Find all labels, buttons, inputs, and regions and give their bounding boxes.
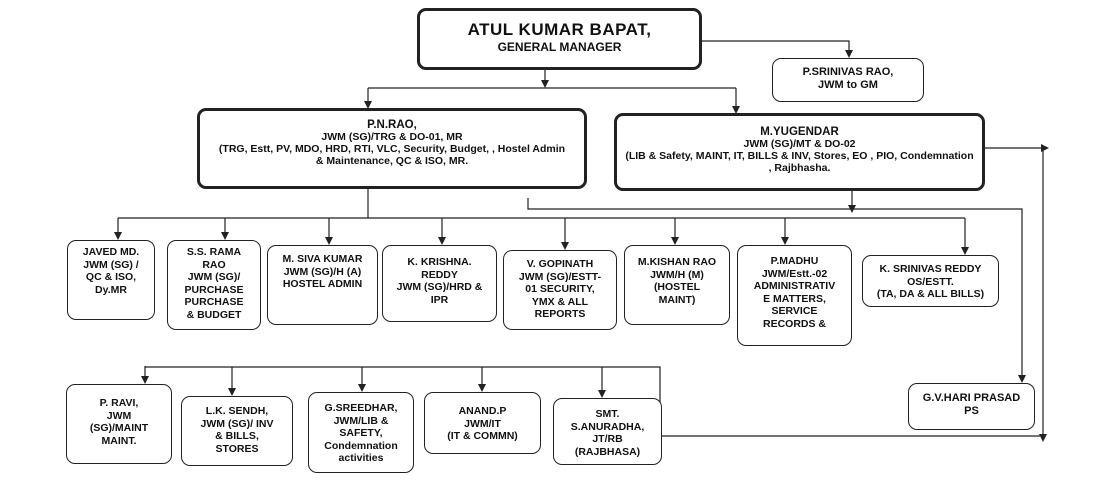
pnrao-name: P.N.RAO, — [367, 119, 417, 131]
jwm-to-gm-box: P.SRINIVAS RAO, JWM to GM — [772, 58, 924, 102]
hari-prasad-box: G.V.HARI PRASAD PS — [908, 383, 1035, 430]
row2-text: ANAND.P JWM/IT (IT & COMMN) — [447, 405, 518, 442]
row1-box-madhu: P.MADHU JWM/Estt.-02 ADMINISTRATIV E MAT… — [737, 245, 852, 346]
yugendar-name: M.YUGENDAR — [760, 126, 839, 138]
row2-text: P. RAVI, JWM (SG)/MAINT MAINT. — [89, 397, 149, 447]
row1-box-krishna-reddy: K. KRISHNA. REDDY JWM (SG)/HRD & IPR — [382, 245, 497, 322]
row2-box-anuradha: SMT. S.ANURADHA, JT/RB (RAJBHASA) — [553, 398, 662, 465]
row2-box-anand: ANAND.P JWM/IT (IT & COMMN) — [424, 392, 541, 454]
row1-text: K. KRISHNA. REDDY JWM (SG)/HRD & IPR — [396, 256, 483, 306]
row1-text: P.MADHU JWM/Estt.-02 ADMINISTRATIV E MAT… — [753, 255, 836, 330]
row1-box-rama-rao: S.S. RAMA RAO JWM (SG)/ PURCHASE PURCHAS… — [167, 240, 261, 330]
row2-text: SMT. S.ANURADHA, JT/RB (RAJBHASA) — [570, 408, 645, 458]
hari-prasad-text: G.V.HARI PRASAD PS — [922, 392, 1021, 417]
general-manager-box: ATUL KUMAR BAPAT, GENERAL MANAGER — [417, 8, 702, 70]
yugendar-portfolio: (LIB & Safety, MAINT, IT, BILLS & INV, S… — [625, 150, 974, 174]
row2-text: G.SREEDHAR, JWM/LIB & SAFETY, Condemnati… — [324, 402, 398, 464]
row1-text: V. GOPINATH JWM (SG)/ESTT- 01 SECURITY, … — [518, 258, 602, 320]
row1-box-javed: JAVED MD. JWM (SG) / QC & ISO, Dy.MR — [67, 240, 155, 320]
row1-text: JAVED MD. JWM (SG) / QC & ISO, Dy.MR — [82, 246, 140, 296]
row1-box-kishan-rao: M.KISHAN RAO JWM/H (M) (HOSTEL MAINT) — [624, 245, 730, 325]
row2-box-ravi: P. RAVI, JWM (SG)/MAINT MAINT. — [66, 384, 172, 464]
row1-box-gopinath: V. GOPINATH JWM (SG)/ESTT- 01 SECURITY, … — [503, 250, 617, 330]
row1-box-siva-kumar: M. SIVA KUMAR JWM (SG)/H (A) HOSTEL ADMI… — [267, 245, 378, 325]
pnrao-box: P.N.RAO, JWM (SG)/TRG & DO-01, MR (TRG, … — [197, 108, 587, 189]
row2-text: L.K. SENDH, JWM (SG)/ INV & BILLS, STORE… — [200, 405, 274, 455]
yugendar-box: M.YUGENDAR JWM (SG)/MT & DO-02 (LIB & Sa… — [614, 113, 985, 191]
yugendar-designation: JWM (SG)/MT & DO-02 — [743, 138, 856, 150]
gm-designation: GENERAL MANAGER — [497, 40, 622, 54]
pnrao-designation: JWM (SG)/TRG & DO-01, MR — [321, 131, 463, 143]
jwm-to-gm-name: P.SRINIVAS RAO, — [802, 66, 894, 78]
row2-box-sreedhar: G.SREEDHAR, JWM/LIB & SAFETY, Condemnati… — [308, 392, 414, 473]
row1-text: M. SIVA KUMAR JWM (SG)/H (A) HOSTEL ADMI… — [282, 253, 363, 290]
row1-text: M.KISHAN RAO JWM/H (M) (HOSTEL MAINT) — [637, 256, 717, 306]
jwm-to-gm-designation: JWM to GM — [818, 78, 878, 91]
row2-box-sendh: L.K. SENDH, JWM (SG)/ INV & BILLS, STORE… — [181, 396, 293, 466]
row1-text: K. SRINIVAS REDDY OS/ESTT. (TA, DA & ALL… — [876, 263, 985, 300]
row1-text: S.S. RAMA RAO JWM (SG)/ PURCHASE PURCHAS… — [184, 246, 244, 321]
pnrao-portfolio: (TRG, Estt, PV, MDO, HRD, RTI, VLC, Secu… — [218, 143, 566, 167]
row1-box-srinivas-reddy: K. SRINIVAS REDDY OS/ESTT. (TA, DA & ALL… — [862, 255, 999, 307]
gm-name: ATUL KUMAR BAPAT, — [467, 20, 652, 39]
